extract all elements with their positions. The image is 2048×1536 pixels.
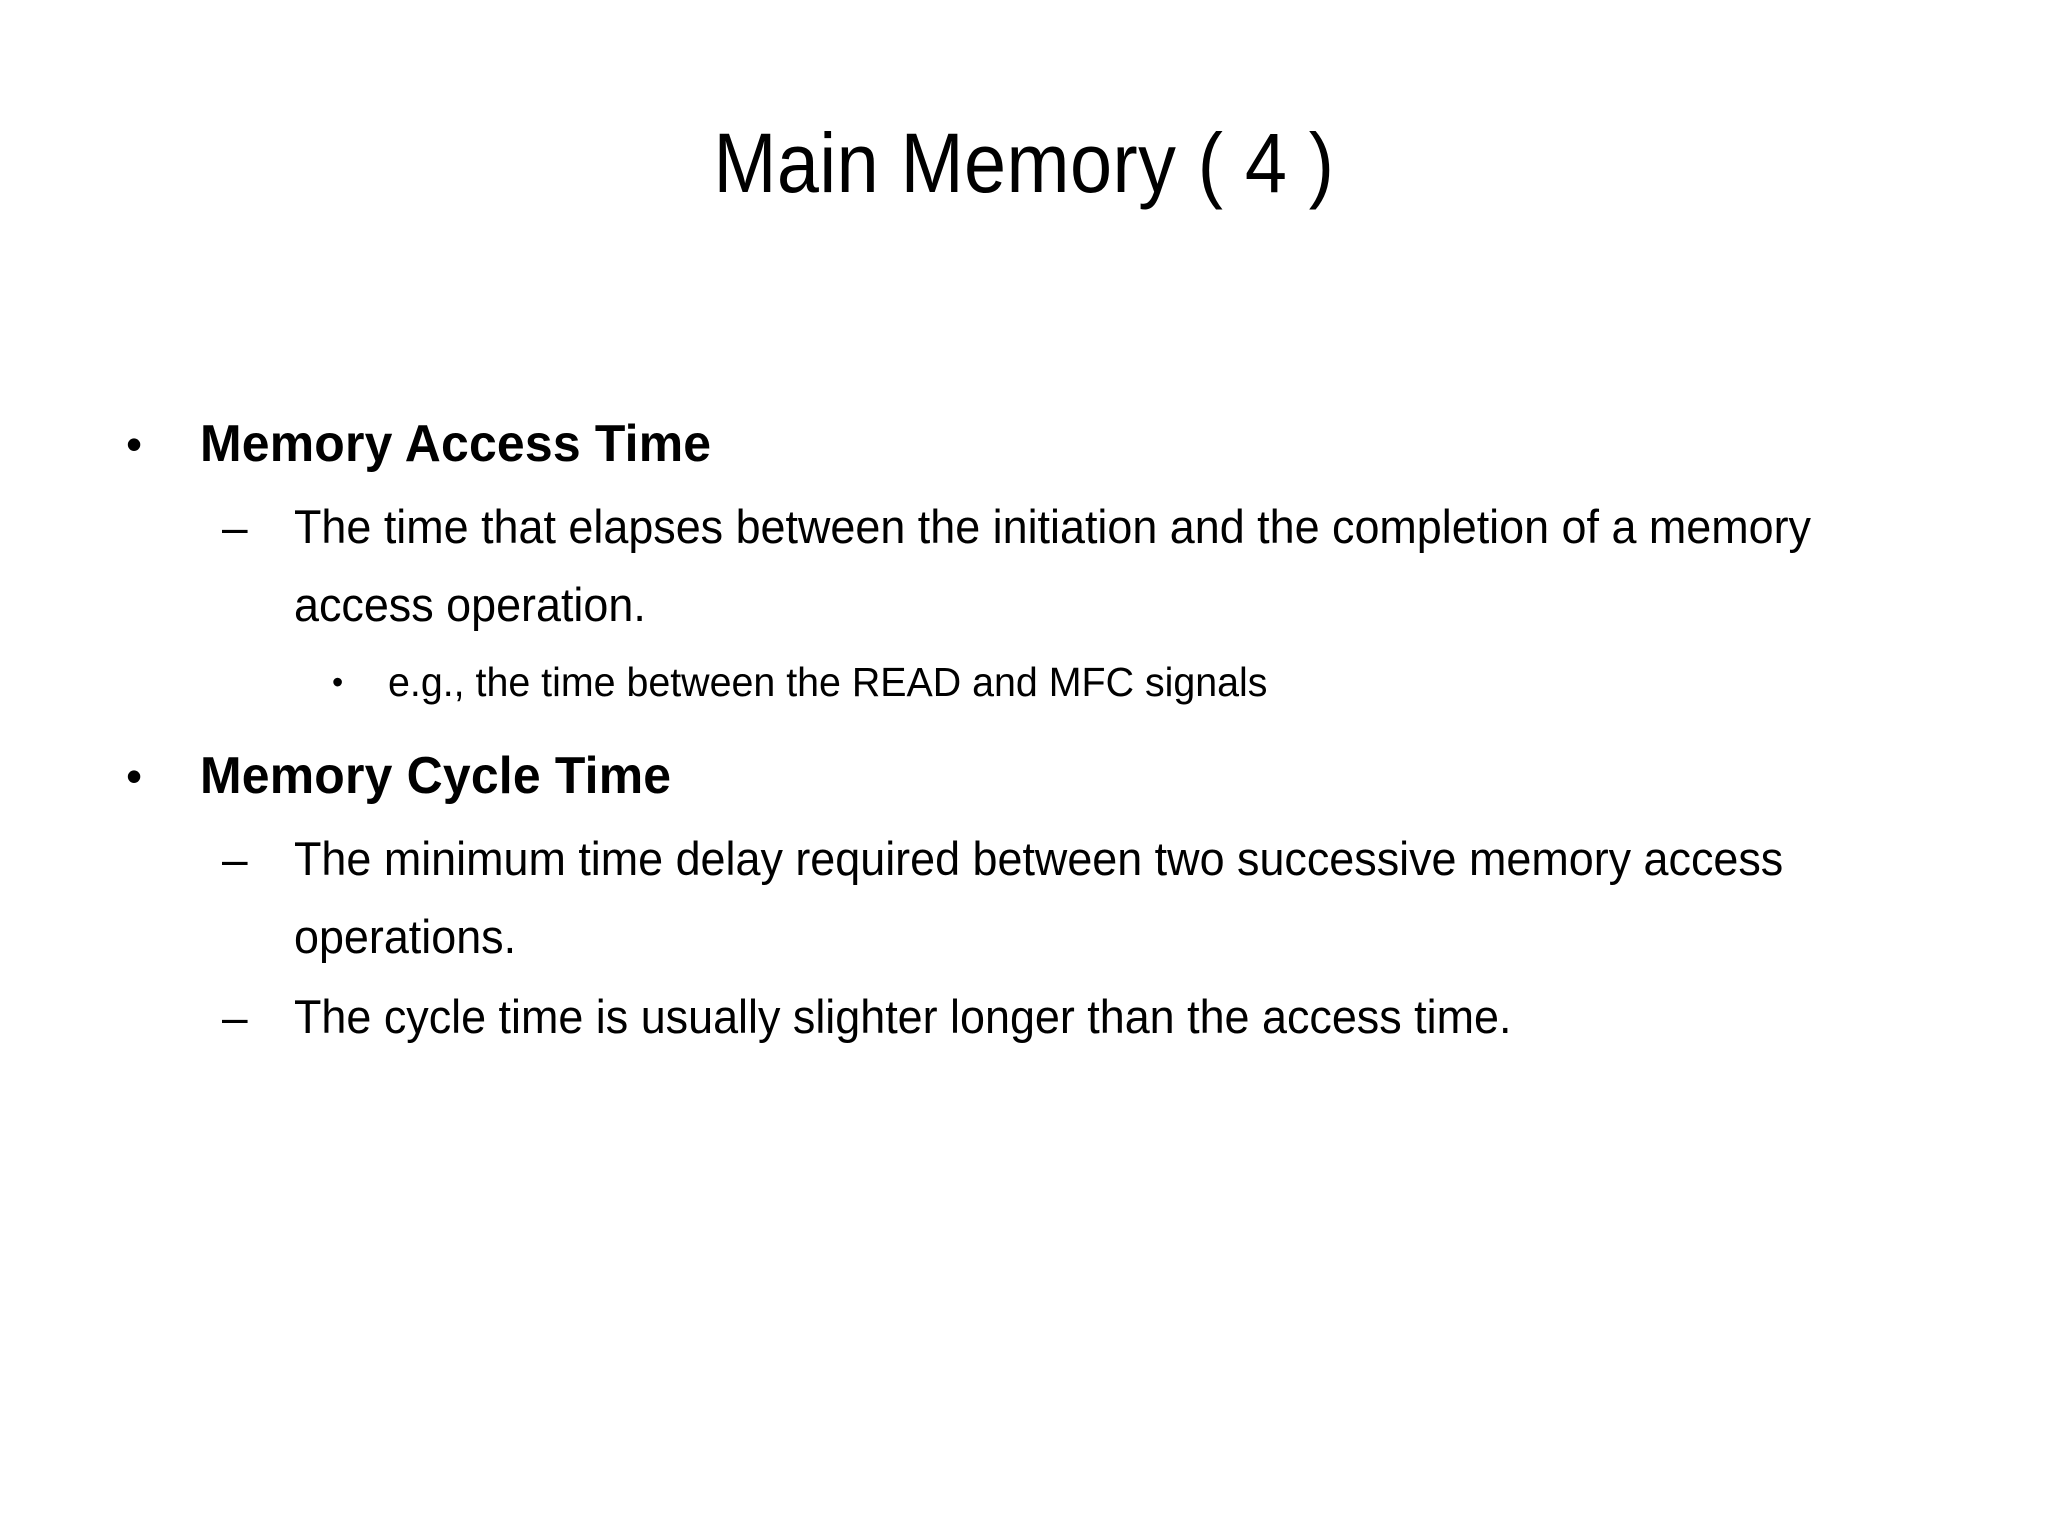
page-title: Main Memory ( 4 ): [713, 116, 1335, 210]
list-item-text: Memory Cycle Time: [200, 747, 672, 805]
dash-marker-icon: –: [222, 991, 248, 1043]
list-item-text: The minimum time delay required between …: [294, 832, 1784, 963]
list-item-text: The cycle time is usually slighter longe…: [294, 990, 1512, 1043]
list-item: – The cycle time is usually slighter lon…: [222, 978, 2048, 1056]
list-item: • Memory Cycle Time: [126, 738, 2048, 814]
list-item-text: e.g., the time between the READ and MFC …: [388, 659, 1268, 705]
list-item: • Memory Access Time: [126, 406, 2048, 482]
dash-marker-icon: –: [222, 501, 248, 553]
bullet-marker-icon: •: [332, 664, 344, 700]
list-item: – The time that elapses between the init…: [222, 488, 2048, 644]
slide-title-container: Main Memory ( 4 ): [0, 118, 2048, 209]
list-item: • e.g., the time between the READ and MF…: [332, 646, 2048, 718]
list-item-text: Memory Access Time: [200, 415, 712, 473]
spacer: [0, 722, 2048, 738]
bullet-marker-icon: •: [126, 750, 143, 802]
list-item: – The minimum time delay required betwee…: [222, 820, 2048, 976]
slide-body-content: • Memory Access Time – The time that ela…: [0, 406, 2048, 1306]
bullet-marker-icon: •: [126, 418, 143, 470]
dash-marker-icon: –: [222, 833, 248, 885]
list-item-text: The time that elapses between the initia…: [294, 500, 1811, 631]
